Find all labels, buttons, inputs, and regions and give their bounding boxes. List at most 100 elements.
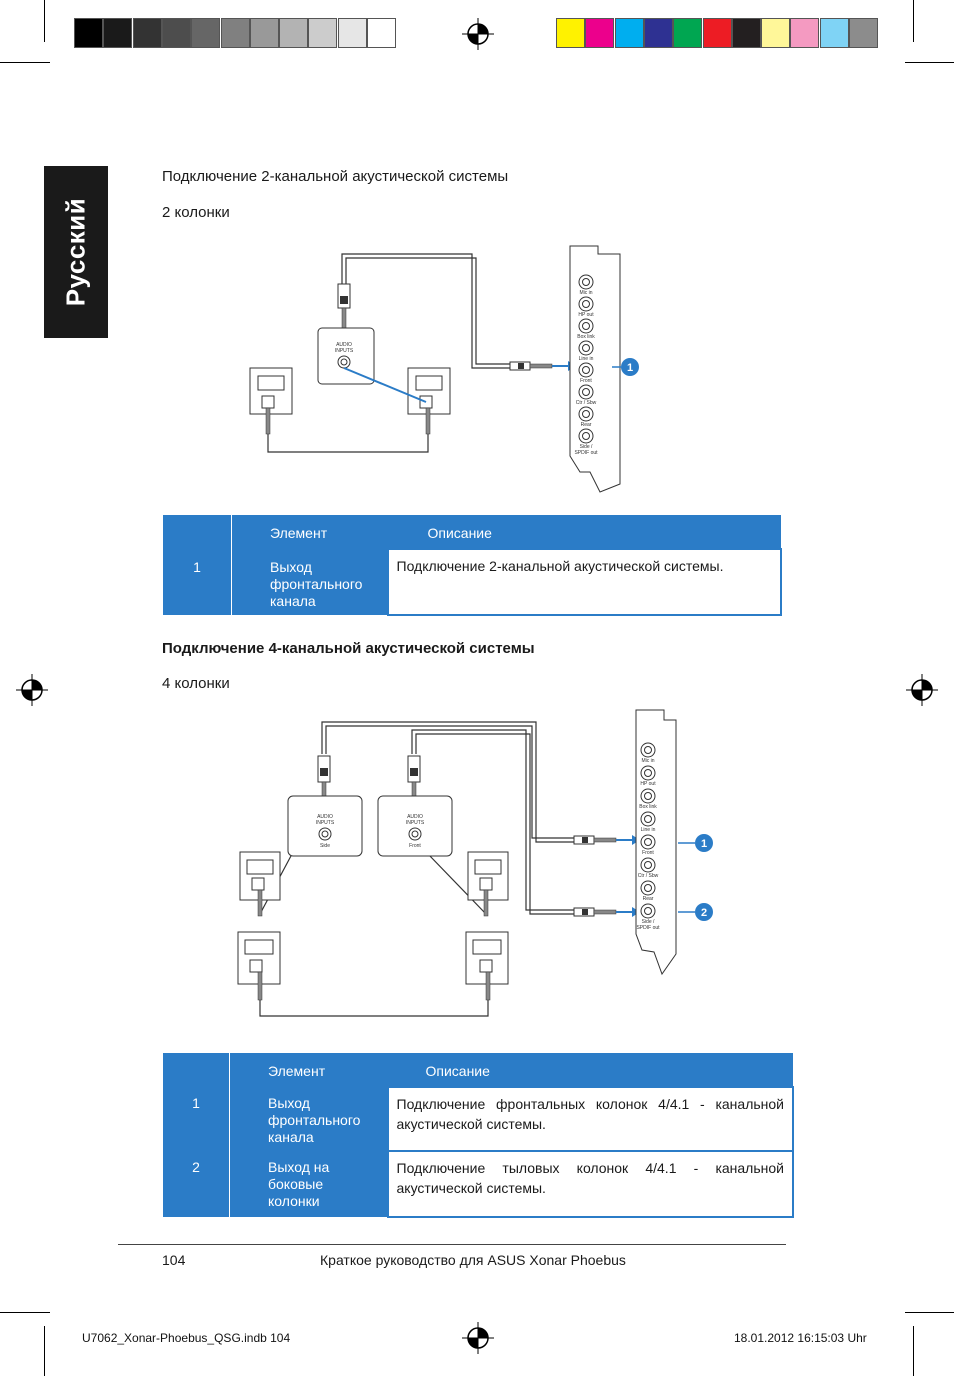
crop-mark	[44, 1326, 45, 1376]
side-input-label: Side	[320, 843, 330, 849]
color-swatch	[103, 18, 133, 48]
section-title: Подключение 4-канальной акустической сис…	[162, 640, 535, 657]
speaker-right	[407, 367, 451, 435]
table-row-element: Выход на боковые колонки	[229, 1151, 388, 1217]
crop-mark	[0, 62, 50, 63]
registration-mark-icon	[462, 1322, 494, 1354]
color-swatch	[556, 18, 585, 48]
color-swatch	[702, 18, 732, 48]
speaker-left	[249, 367, 293, 435]
port-label: Side /SPDIF out	[574, 444, 598, 456]
color-swatch	[249, 18, 279, 48]
port-jack-inner	[582, 344, 590, 352]
color-swatch	[761, 18, 791, 48]
port-label: Box link	[577, 334, 595, 340]
color-swatch	[337, 18, 367, 48]
table-row-element: Выход фронтального канала	[231, 549, 388, 615]
crop-mark	[0, 1312, 50, 1313]
footer-rule	[118, 1244, 786, 1245]
front-input-label: Front	[409, 843, 421, 849]
registration-mark-icon	[16, 674, 48, 706]
spec-table-1: Элемент Описание 1 Выход фронтального ка…	[163, 515, 782, 616]
guide-title: Краткое руководство для ASUS Xonar Phoeb…	[320, 1252, 626, 1268]
crop-mark	[905, 62, 954, 63]
language-tab: Русский	[44, 166, 108, 338]
port-label: Box link	[639, 804, 657, 810]
slug-file: U7062_Xonar-Phoebus_QSG.indb 104	[82, 1331, 291, 1345]
color-swatch	[849, 18, 878, 48]
table-header-element: Элемент	[231, 515, 388, 549]
port-jack-inner	[582, 278, 590, 286]
port-jack-inner	[582, 300, 590, 308]
color-swatch	[308, 18, 338, 48]
port-label: Side /SPDIF out	[636, 919, 660, 931]
port-label: Rear	[643, 896, 654, 902]
port-label: Ctr / Sbw	[638, 873, 659, 879]
port-label: Rear	[581, 422, 592, 428]
color-swatch	[132, 18, 162, 48]
port-jack-inner	[644, 746, 652, 754]
port-label: HP out	[578, 312, 594, 318]
speaker-rear-left	[237, 931, 281, 1001]
registration-mark-icon	[906, 674, 938, 706]
table-row-number: 1	[163, 549, 232, 615]
speaker-rear-right	[465, 931, 509, 1001]
port-label: HP out	[640, 781, 656, 787]
port-jack-inner	[582, 322, 590, 330]
port-label: Mic in	[579, 290, 592, 296]
port-label: Line in	[641, 827, 656, 833]
callout-label: 1	[627, 362, 633, 374]
port-jack-inner	[582, 410, 590, 418]
callout-label: 2	[701, 907, 707, 919]
color-swatch	[819, 18, 849, 48]
color-swatch	[731, 18, 761, 48]
speaker-front-right	[467, 851, 509, 917]
table-row-description: Подключение 2-канальной акустической сис…	[386, 548, 782, 616]
color-swatch	[673, 18, 703, 48]
page-number: 104	[162, 1252, 186, 1268]
port-jack-inner	[582, 432, 590, 440]
crop-mark	[913, 0, 914, 42]
port-jack-inner	[644, 769, 652, 777]
port-label: Line in	[579, 356, 594, 362]
port-jack-inner	[644, 884, 652, 892]
color-swatch	[790, 18, 820, 48]
crop-mark	[905, 1312, 954, 1313]
port-label: Front	[642, 850, 654, 856]
section-subtitle: 2 колонки	[162, 204, 230, 221]
section-title: Подключение 2-канальной акустической сис…	[162, 168, 509, 185]
slug-timestamp: 18.01.2012 16:15:03 Uhr	[734, 1331, 867, 1345]
color-swatch	[279, 18, 309, 48]
table-header-element: Элемент	[229, 1053, 388, 1087]
spec-table-2: Элемент Описание 1 Выход фронтального ка…	[163, 1053, 794, 1218]
table-row-description: Подключение фронтальных колонок 4/4.1 - …	[386, 1086, 794, 1152]
port-jack-inner	[582, 388, 590, 396]
table-header-description: Описание	[425, 1063, 490, 1079]
color-swatch	[367, 18, 396, 48]
speaker-front-left	[239, 851, 281, 917]
port-jack-inner	[644, 861, 652, 869]
port-jack-inner	[644, 907, 652, 915]
color-swatch	[191, 18, 221, 48]
table-row-element: Выход фронтального канала	[229, 1087, 388, 1151]
port-jack-inner	[644, 815, 652, 823]
callout-label: 1	[701, 838, 707, 850]
color-swatch	[643, 18, 673, 48]
port-jack-inner	[644, 838, 652, 846]
language-label: Русский	[60, 197, 91, 307]
crop-mark	[44, 0, 45, 42]
section-subtitle: 4 колонки	[162, 675, 230, 692]
table-row-description: Подключение тыловых колонок 4/4.1 - кана…	[386, 1150, 794, 1218]
port-jack-inner	[644, 792, 652, 800]
table-header-description: Описание	[427, 525, 492, 541]
port-jack-inner	[582, 366, 590, 374]
port-label: Mic in	[641, 758, 654, 764]
color-swatch	[161, 18, 191, 48]
